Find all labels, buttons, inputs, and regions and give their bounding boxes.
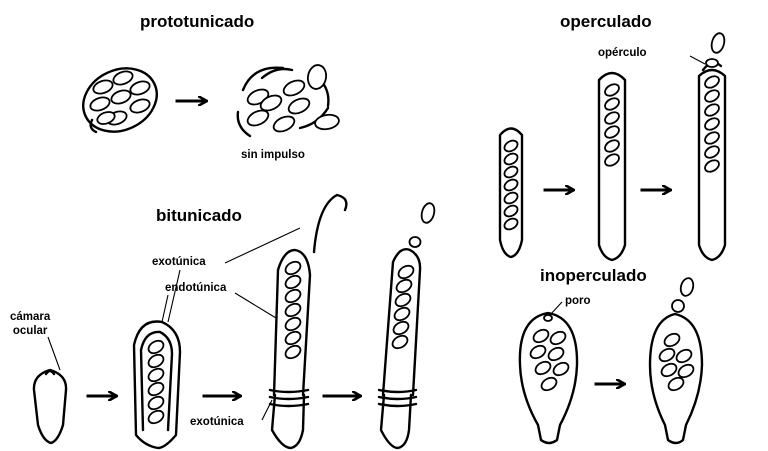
leader-camara-ocular <box>47 336 61 371</box>
prototunicate-ascus-intact <box>82 67 158 134</box>
leader-poro <box>549 301 563 316</box>
title-inoperculado: inoperculado <box>540 266 647 285</box>
inoperculate-ascus-2 <box>648 277 704 445</box>
bitunicate-ascus-1 <box>32 368 68 445</box>
label-camara-line1: cámara <box>10 311 51 323</box>
leader-exotunica-top <box>224 227 301 264</box>
label-poro: poro <box>565 295 591 307</box>
label-operculo: opérculo <box>598 47 647 59</box>
leader-operculo <box>689 55 706 65</box>
operculate-ascus-3 <box>697 32 727 262</box>
label-camara-line2: ocular <box>12 325 48 337</box>
label-exotunica-bottom: exotúnica <box>190 416 244 428</box>
label-sin-impulso: sin impulso <box>241 149 305 161</box>
leader-exotunica-to-ascus2 <box>167 269 181 323</box>
inoperculate-ascus-1 <box>518 311 579 445</box>
operculate-ascus-2 <box>597 71 627 262</box>
bitunicate-ascus-2 <box>132 320 182 450</box>
prototunicate-ascus-dissolved <box>236 64 340 138</box>
ascospores <box>89 70 151 126</box>
leader-endotunica-1 <box>161 294 169 323</box>
label-camara-ocular: cámara ocular <box>10 310 50 338</box>
title-bitunicado: bitunicado <box>156 206 242 225</box>
spore-at-pore <box>408 236 422 248</box>
bitunicate-ascus-4 <box>377 202 436 450</box>
title-prototunicado: prototunicado <box>140 12 255 31</box>
operculate-ascus-1 <box>498 127 524 259</box>
title-operculado: operculado <box>560 12 652 31</box>
bitunicate-ascus-3 <box>268 193 348 450</box>
label-endotunica: endotúnica <box>165 282 227 294</box>
leader-exotunica-bottom <box>261 399 273 421</box>
leader-endotunica-2 <box>234 292 277 319</box>
label-exotunica-top: exotúnica <box>152 256 206 268</box>
